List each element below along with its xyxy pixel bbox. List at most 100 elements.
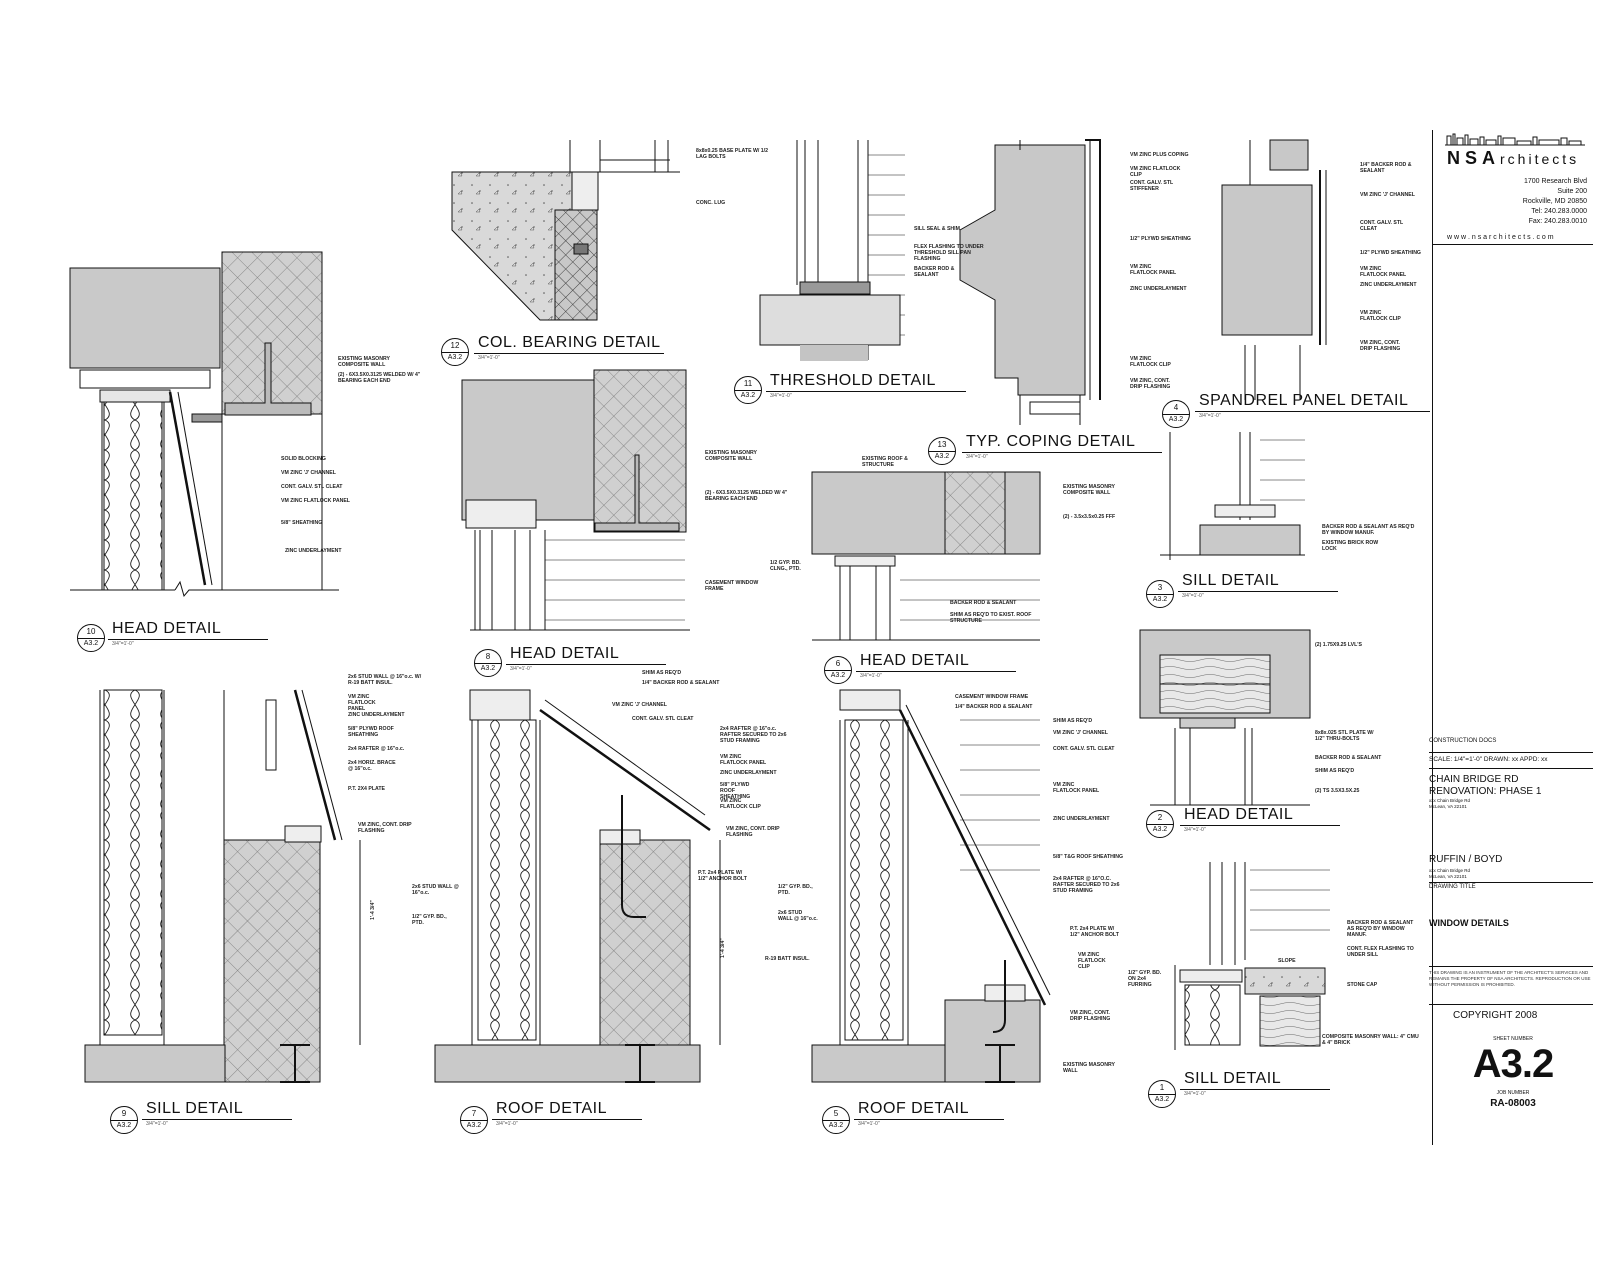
detail-scale: 3/4"=1'-0" <box>966 454 988 460</box>
note: EXISTING MASONRY COMPOSITE WALL <box>705 450 757 462</box>
note: STONE CAP <box>1347 982 1378 988</box>
detail-13-drawing <box>959 139 1101 425</box>
note: 2x4 RAFTER @ 16"O.C. RAFTER SECURED TO 2… <box>1053 876 1120 894</box>
note: VM ZINC FLATLOCK PANEL <box>1053 782 1100 794</box>
detail-bubble[interactable]: 3 A3.2 <box>1146 580 1174 608</box>
note: VM ZINC FLATLOCK CLIP <box>1130 356 1171 368</box>
detail-12-drawing <box>451 140 680 321</box>
detail-scale: 3/4"=1'-0" <box>860 673 882 679</box>
client-name: RUFFIN / BOYD <box>1429 854 1503 865</box>
firm-address-1: 1700 Research Blvd <box>1523 178 1587 185</box>
scale-line: SCALE: 1/4"=1'-0" DRAWN: xx APPD: xx <box>1429 756 1548 763</box>
detail-bubble[interactable]: 4 A3.2 <box>1162 400 1190 428</box>
project-name-line-2: RENOVATION: PHASE 1 <box>1429 786 1542 797</box>
detail-title: COL. BEARING DETAIL <box>478 334 661 351</box>
detail-7-drawing <box>434 689 721 1083</box>
detail-title: HEAD DETAIL <box>860 652 970 669</box>
detail-bubble[interactable]: 2 A3.2 <box>1146 810 1174 838</box>
detail-bubble[interactable]: 8 A3.2 <box>474 649 502 677</box>
note: 5/8" PLYWD ROOF SHEATHING <box>720 782 751 800</box>
note: 1/4" BACKER ROD & SEALANT <box>955 704 1033 710</box>
note: 1/4" BACKER ROD & SEALANT <box>1360 162 1412 174</box>
note: VM ZINC, CONT. DRIP FLASHING <box>726 826 780 838</box>
detail-1-drawing <box>1174 862 1330 1050</box>
detail-bubble[interactable]: 10 A3.2 <box>77 624 105 652</box>
detail-9-drawing <box>84 689 361 1083</box>
note: BACKER ROD & SEALANT <box>914 266 955 278</box>
client-address-2: McLean, VA 22101 <box>1429 874 1467 879</box>
detail-11-drawing <box>759 140 905 361</box>
detail-bubble[interactable]: 13 A3.2 <box>928 437 956 465</box>
note: VM ZINC FLATLOCK PANEL <box>1360 266 1407 278</box>
copyright: COPYRIGHT 2008 <box>1453 1010 1538 1021</box>
note: BACKER ROD & SEALANT <box>1315 755 1382 761</box>
detail-bubble[interactable]: 7 A3.2 <box>460 1106 488 1134</box>
detail-title: ROOF DETAIL <box>858 1100 969 1117</box>
note: CASEMENT WINDOW FRAME <box>705 580 759 592</box>
note: P.T. 2x4 PLATE W/ 1/2" ANCHOR BOLT <box>1070 926 1119 938</box>
detail-bubble[interactable]: 5 A3.2 <box>822 1106 850 1134</box>
detail-scale: 3/4"=1'-0" <box>496 1121 518 1127</box>
note: EXISTING BRICK ROW LOCK <box>1322 540 1379 552</box>
note: 1/2" PLYWD SHEATHING <box>1130 236 1191 242</box>
note: FLEX FLASHING TO UNDER THRESHOLD SILL PA… <box>914 244 984 262</box>
job-number: RA-08003 <box>1490 1098 1536 1109</box>
note: 1/2 GYP. BD. CLNG., PTD. <box>770 560 801 572</box>
firm-address-2: Suite 200 <box>1557 188 1587 195</box>
note: (2) TS 3.5X3.5X.25 <box>1315 788 1360 794</box>
note: 5/8" SHEATHING <box>281 520 323 526</box>
detail-title: SILL DETAIL <box>1182 572 1280 589</box>
note: 2x6 STUD WALL @ 16"o.c. <box>778 910 818 922</box>
note: 2x4 RAFTER @ 16"o.c. RAFTER SECURED TO 2… <box>720 726 787 744</box>
note: SILL SEAL & SHIM <box>914 226 960 232</box>
firm-tel: Tel: 240.283.0000 <box>1531 208 1587 215</box>
disclaimer: THIS DRAWING IS AN INSTRUMENT OF THE ARC… <box>1429 970 1591 987</box>
detail-title: HEAD DETAIL <box>1184 806 1294 823</box>
note: SHIM AS REQ'D <box>642 670 682 676</box>
detail-scale: 3/4"=1'-0" <box>112 641 134 647</box>
sheet-number-label: SHEET NUMBER <box>1493 1036 1533 1042</box>
title-block: NSArchitects 1700 Research Blvd Suite 20… <box>1429 130 1593 1145</box>
detail-5-drawing <box>811 689 1051 1083</box>
dimension-label: 1'-4 3/4" <box>370 900 376 920</box>
note: 2x6 STUD WALL @ 16"o.c. <box>412 884 459 896</box>
detail-6-drawing <box>811 471 1041 641</box>
project-address-1: xxx Chain Bridge Rd <box>1429 798 1471 803</box>
detail-title: ROOF DETAIL <box>496 1100 607 1117</box>
detail-title: HEAD DETAIL <box>112 620 222 637</box>
note: ZINC UNDERLAYMENT <box>348 712 405 718</box>
note: EXISTING MASONRY COMPOSITE WALL <box>338 356 390 368</box>
detail-bubble[interactable]: 12 A3.2 <box>441 338 469 366</box>
detail-scale: 3/4"=1'-0" <box>1184 1091 1206 1097</box>
note: BACKER ROD & SEALANT <box>950 600 1017 606</box>
detail-scale: 3/4"=1'-0" <box>510 666 532 672</box>
detail-bubble[interactable]: 1 A3.2 <box>1148 1080 1176 1108</box>
note: 8x8x.025 STL PLATE W/ 1/2" THRU-BOLTS <box>1315 730 1374 742</box>
note: 1/2" GYP. BD. ON 2x4 FURRING <box>1128 970 1162 988</box>
detail-title: SPANDREL PANEL DETAIL <box>1199 392 1409 409</box>
detail-3-drawing <box>1160 432 1305 560</box>
detail-bubble[interactable]: 11 A3.2 <box>734 376 762 404</box>
note: ZINC UNDERLAYMENT <box>1130 286 1187 292</box>
detail-scale: 3/4"=1'-0" <box>858 1121 880 1127</box>
note: ZINC UNDERLAYMENT <box>285 548 342 554</box>
note: 1/4" BACKER ROD & SEALANT <box>642 680 720 686</box>
note: EXISTING MASONRY WALL <box>1063 1062 1115 1074</box>
drawing-title-label: DRAWING TITLE <box>1429 884 1476 890</box>
note: VM ZINC 'J' CHANNEL <box>1360 192 1415 198</box>
detail-scale: 3/4"=1'-0" <box>146 1121 168 1127</box>
detail-scale: 3/4"=1'-0" <box>1184 827 1206 833</box>
note: 2x6 STUD WALL @ 16"o.c. W/ R-19 BATT INS… <box>348 674 422 686</box>
detail-bubble[interactable]: 6 A3.2 <box>824 656 852 684</box>
note: VM ZINC FLATLOCK CLIP <box>1130 166 1181 178</box>
firm-website[interactable]: w w w . n s a r c h i t e c t s . c o m <box>1447 234 1554 241</box>
note: ZINC UNDERLAYMENT <box>720 770 777 776</box>
detail-bubble[interactable]: 9 A3.2 <box>110 1106 138 1134</box>
note: 1/2" GYP. BD., PTD. <box>412 914 447 926</box>
note: VM ZINC FLATLOCK CLIP <box>1078 952 1106 970</box>
note: CONT. FLEX FLASHING TO UNDER SILL <box>1347 946 1414 958</box>
note: BACKER ROD & SEALANT AS REQ'D BY WINDOW … <box>1322 524 1415 536</box>
skyline-logo-icon <box>1445 133 1585 146</box>
note: SHIM AS REQ'D <box>1053 718 1093 724</box>
